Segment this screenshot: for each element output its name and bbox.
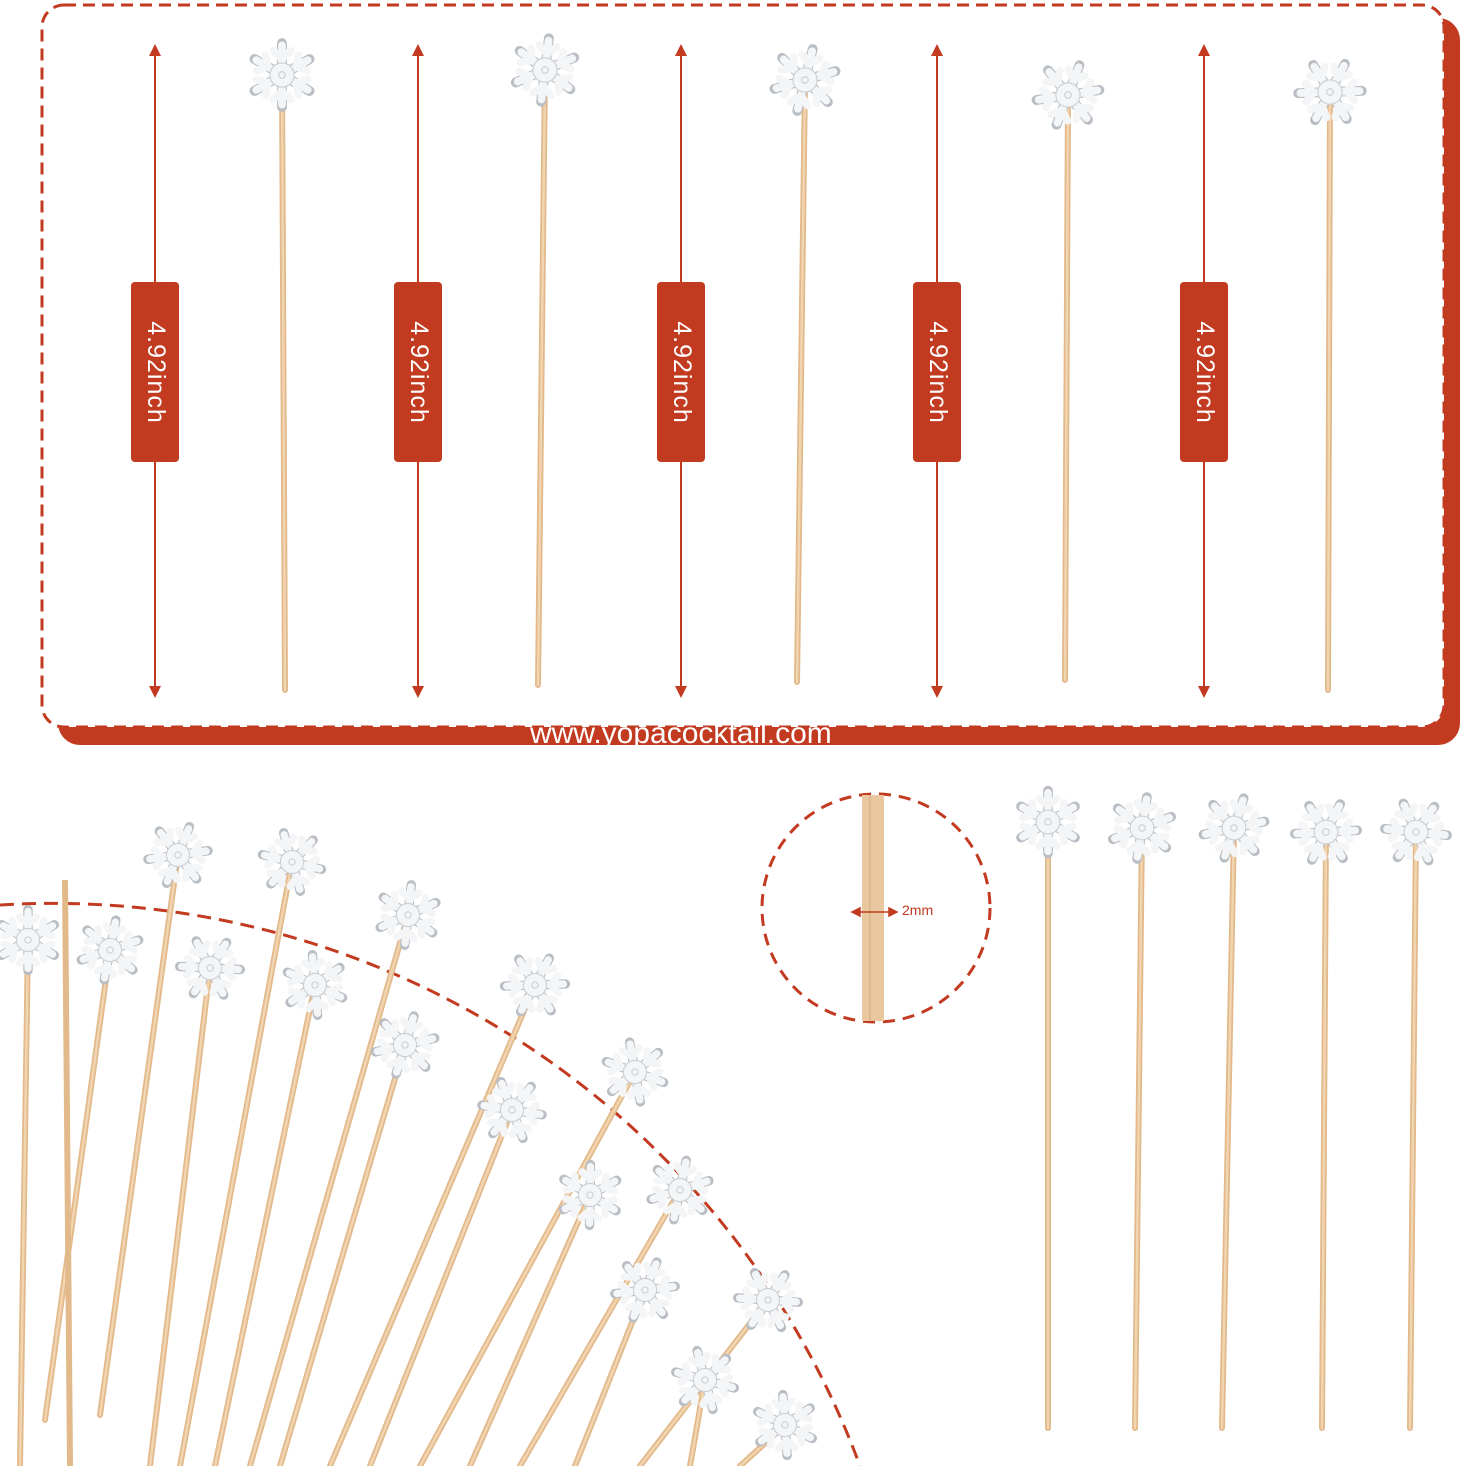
cocktail-pick [737, 1393, 814, 1466]
snowflake-icon [640, 1150, 720, 1230]
length-label: 4.92inch [141, 320, 170, 424]
cocktail-pick [212, 946, 355, 1466]
snowflake-icon [1110, 793, 1173, 863]
snowflake-icon [252, 822, 332, 902]
cocktail-pick [97, 817, 214, 1418]
length-badge: 4.92inch [1180, 282, 1228, 462]
picks-row [1021, 790, 1457, 1431]
cocktail-pick [367, 1079, 546, 1466]
snowflake-icon [1021, 791, 1075, 854]
cocktail-pick [572, 1250, 685, 1466]
snowflake-icon [78, 915, 141, 985]
cocktail-pick [177, 822, 332, 1466]
cocktail-pick [2, 910, 55, 1466]
cocktail-pick [1376, 791, 1457, 1431]
diameter-detail [760, 792, 992, 1024]
cocktail-pick [771, 42, 840, 685]
cocktail-pick [42, 915, 142, 1423]
cocktail-pick [1021, 791, 1075, 1431]
cocktail-pick [672, 1344, 738, 1466]
snowflake-icon [504, 958, 567, 1013]
cocktail-pick [1291, 51, 1370, 693]
cocktail-pick [1031, 55, 1105, 683]
snowflake-icon [275, 946, 355, 1024]
snowflake-icon [2, 910, 55, 971]
top-panel [40, 3, 1446, 729]
cocktail-pick [277, 1013, 441, 1466]
cocktail-pick [517, 1150, 720, 1466]
length-label: 4.92inch [923, 320, 952, 424]
double-arrow-icon [850, 906, 899, 918]
length-badge: 4.92inch [657, 282, 705, 462]
snowflake-icon [550, 1157, 629, 1233]
cocktail-pick [147, 928, 249, 1466]
cocktail-pick [514, 35, 576, 688]
length-label: 4.92inch [667, 320, 696, 424]
snowflake-icon [1199, 790, 1270, 866]
length-label: 4.92inch [404, 320, 433, 424]
cocktail-pick [1110, 793, 1173, 1431]
diameter-label: 2mm [902, 902, 934, 918]
snowflake-icon [606, 1250, 685, 1330]
snowflake-icon [142, 817, 213, 893]
cocktail-pick [327, 958, 567, 1466]
snowflake-icon [597, 1037, 672, 1107]
fan-picks [2, 817, 814, 1466]
fan-view [0, 817, 862, 1466]
snowflake-icon [757, 1393, 814, 1457]
length-badge: 4.92inch [131, 282, 179, 462]
fan-dashed-arc [0, 901, 862, 1466]
cocktail-pick [1288, 792, 1365, 1431]
snowflake-icon [171, 928, 248, 1008]
cocktail-pick [247, 879, 447, 1466]
cocktail-pick [1199, 790, 1270, 1431]
magnified-stick [862, 795, 884, 1021]
length-badge: 4.92inch [913, 282, 961, 462]
cocktail-pick [417, 1037, 673, 1466]
length-badge: 4.92inch [394, 282, 442, 462]
snowflake-icon [370, 879, 447, 952]
snowflake-icon [369, 1013, 440, 1078]
watermark-text: www.yopacocktail.com [530, 717, 832, 750]
length-label: 4.92inch [1190, 320, 1219, 424]
cocktail-pick [255, 43, 310, 693]
snowflake-icon [672, 1344, 738, 1416]
cocktail-pick [467, 1157, 630, 1466]
